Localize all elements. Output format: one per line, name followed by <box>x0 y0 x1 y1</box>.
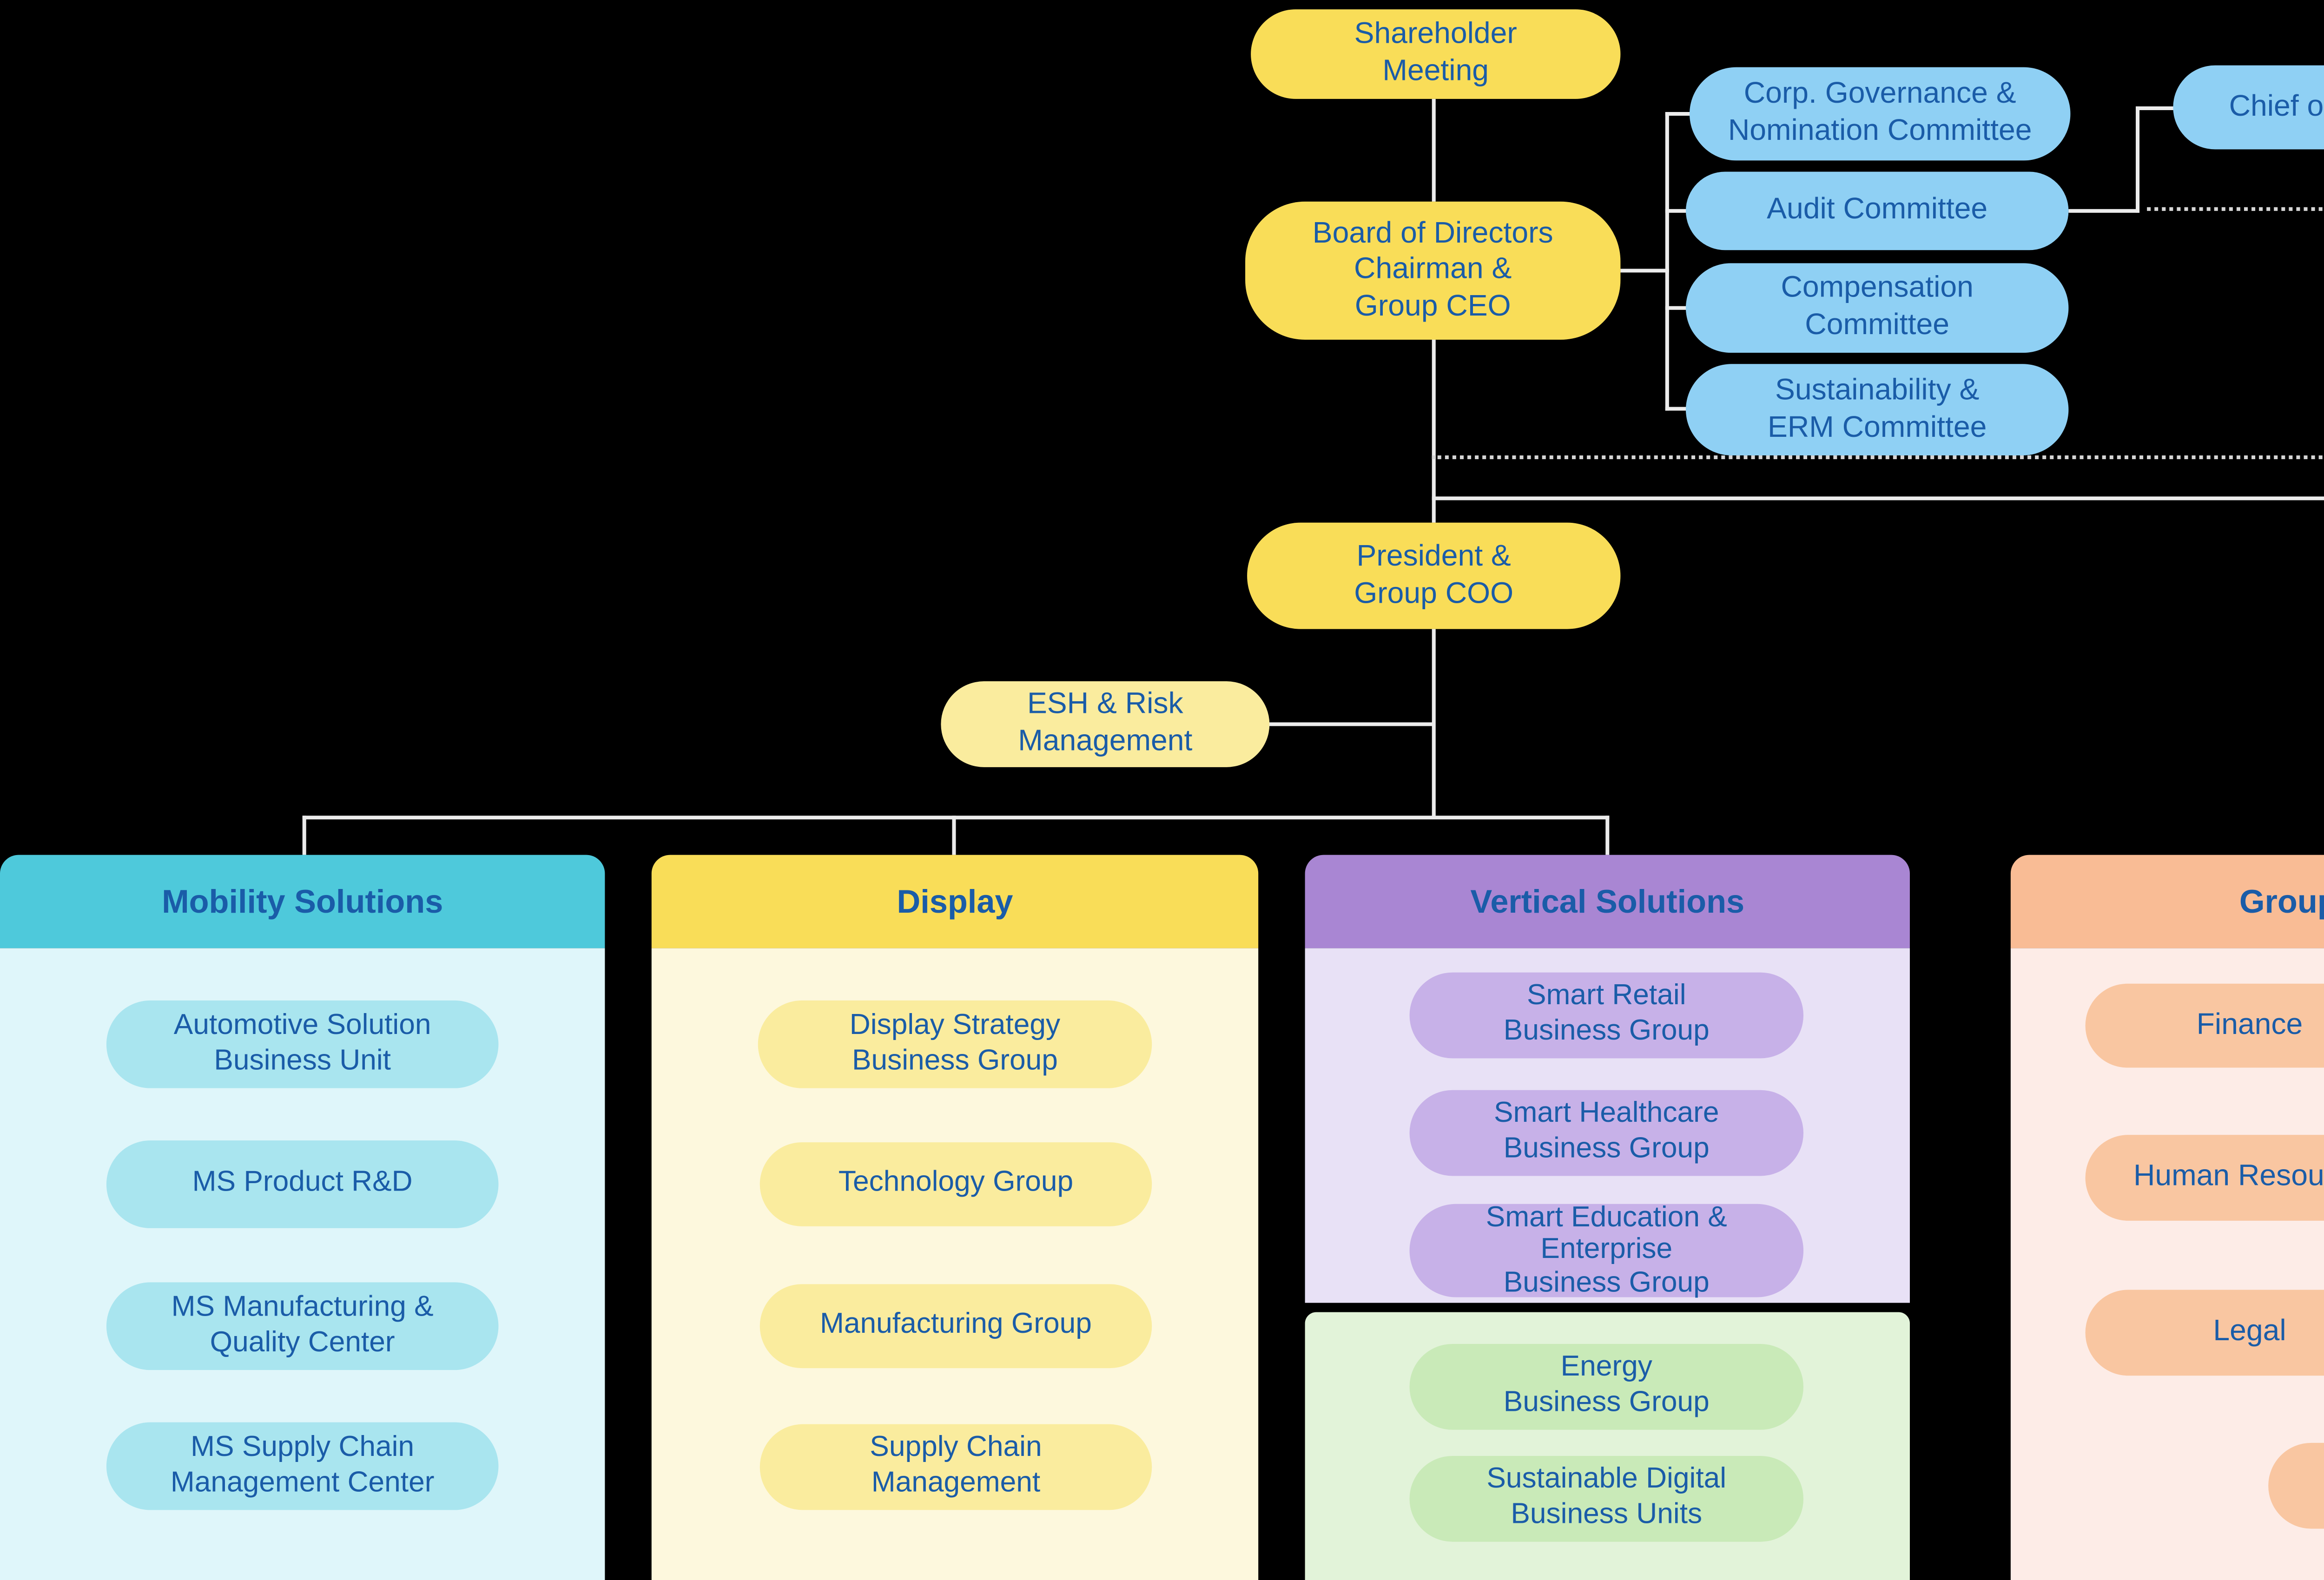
committee-sustainability-erm: Sustainability & ERM Committee <box>1685 364 2069 456</box>
pill-label: Display Strategy Business Group <box>849 1009 1061 1076</box>
pill-ms-supply-chain-management-center: MS Supply Chain Management Center <box>106 1422 499 1510</box>
node-label: Audit Committee <box>1767 194 1988 226</box>
connector-line <box>2135 106 2140 213</box>
node-label: Sustainability & ERM Committee <box>1767 375 1987 443</box>
committee-audit: Audit Committee <box>1685 171 2069 250</box>
pill-manufacturing-group: Manufacturing Group <box>759 1284 1152 1369</box>
pill-label: Legal <box>2213 1316 2286 1348</box>
pill-ms-product-rd: MS Product R&D <box>106 1140 499 1228</box>
connector-line <box>1620 269 1669 273</box>
node-president-coo: President & Group COO <box>1247 522 1621 629</box>
division-display: Display Display Strategy Business Group … <box>651 855 1259 1580</box>
node-chief-of-compliance: Chief of Compliance <box>2173 65 2324 150</box>
connector-line <box>1665 306 1690 310</box>
division-header-display: Display <box>651 855 1259 948</box>
pill-label: Human Resource <box>2133 1161 2324 1193</box>
division-header-vertical-solutions: Vertical Solutions <box>1305 855 1910 948</box>
connector-line <box>1432 340 1436 523</box>
division-header-mobility: Mobility Solutions <box>0 855 605 948</box>
connector-line <box>1432 496 2324 500</box>
node-shareholder-meeting: Shareholder Meeting <box>1251 9 1621 99</box>
pill-legal: Legal <box>2085 1290 2324 1376</box>
pill-label: Smart Healthcare Business Group <box>1494 1098 1719 1165</box>
pill-smart-retail-business-group: Smart Retail Business Group <box>1409 972 1804 1059</box>
pill-label: Manufacturing Group <box>820 1308 1092 1341</box>
node-esh-risk-management: ESH & Risk Management <box>941 681 1270 767</box>
division-group-infrastructure-unit: Group Infrastructure Unit Finance Digita… <box>2010 855 2324 1580</box>
division-vertical-solutions: Vertical Solutions Smart Retail Business… <box>1305 855 1910 1303</box>
pill-ms-manufacturing-quality-center: MS Manufacturing & Quality Center <box>106 1282 499 1370</box>
connector-line <box>952 816 956 855</box>
node-label: Chief of Compliance <box>2229 91 2324 123</box>
dotted-connector-line <box>2147 207 2324 211</box>
pill-label: Automotive Solution Business Unit <box>173 1009 431 1076</box>
connector-line <box>1665 112 1669 411</box>
division-header-group-infrastructure: Group Infrastructure Unit <box>2010 855 2324 948</box>
pill-supply-chain-management: Supply Chain Management <box>759 1424 1152 1510</box>
pill-label: Smart Retail Business Group <box>1503 980 1710 1047</box>
node-label: ESH & Risk Management <box>1018 690 1193 758</box>
connector-line <box>1268 722 1434 726</box>
pill-label: Smart Education & Enterprise Business Gr… <box>1486 1202 1727 1299</box>
pill-label: MS Manufacturing & Quality Center <box>171 1290 434 1358</box>
committee-corp-governance-nomination: Corp. Governance & Nomination Committee <box>1690 67 2071 161</box>
pill-technology-group: Technology Group <box>759 1142 1152 1226</box>
node-label: Board of Directors Chairman & Group CEO <box>1312 217 1553 323</box>
division-title: Display <box>897 882 1013 920</box>
division-title: Vertical Solutions <box>1470 882 1745 920</box>
pill-sustainable-digital-business-units: Sustainable Digital Business Units <box>1409 1455 1804 1542</box>
connector-line <box>1665 112 1694 116</box>
division-mobility-solutions: Mobility Solutions Automotive Solution B… <box>0 855 605 1580</box>
committee-compensation: Compensation Committee <box>1685 263 2069 353</box>
pill-label: Energy Business Group <box>1503 1351 1710 1419</box>
pill-display-strategy-business-group: Display Strategy Business Group <box>758 1000 1152 1088</box>
connector-line <box>1432 99 1436 202</box>
connector-line <box>302 816 306 855</box>
node-board-of-directors: Board of Directors Chairman & Group CEO <box>1245 201 1621 340</box>
section-energy-sustainable: Energy Business Group Sustainable Digita… <box>1305 1312 1910 1580</box>
pill-smart-healthcare-business-group: Smart Healthcare Business Group <box>1409 1090 1804 1176</box>
node-label: Compensation Committee <box>1781 273 1974 342</box>
connector-line <box>302 816 1610 820</box>
division-title: Mobility Solutions <box>162 882 443 920</box>
node-label: President & Group COO <box>1354 541 1514 610</box>
pill-label: Supply Chain Management <box>870 1432 1042 1499</box>
pill-human-resource: Human Resource <box>2085 1135 2324 1221</box>
connector-line <box>2135 106 2177 110</box>
connector-line <box>1665 209 1690 213</box>
connector-line <box>2068 209 2140 213</box>
pill-energy-business-group: Energy Business Group <box>1409 1343 1804 1430</box>
pill-label: MS Product R&D <box>192 1166 413 1198</box>
pill-label: MS Supply Chain Management Center <box>170 1431 435 1498</box>
pill-label: Sustainable Digital Business Units <box>1486 1463 1727 1531</box>
division-title: Group Infrastructure Unit <box>2239 882 2324 920</box>
pill-smart-education-enterprise-business-group: Smart Education & Enterprise Business Gr… <box>1409 1202 1804 1299</box>
connector-line <box>1605 816 1610 855</box>
node-label: Corp. Governance & Nomination Committee <box>1728 79 2032 148</box>
pill-automotive-solution-business-unit: Automotive Solution Business Unit <box>106 1000 499 1088</box>
node-label: Shareholder Meeting <box>1354 20 1517 88</box>
dotted-connector-line <box>1432 455 2324 460</box>
connector-line <box>1665 407 1690 411</box>
pill-label: Technology Group <box>838 1166 1074 1198</box>
pill-finance: Finance <box>2085 983 2324 1068</box>
pill-label: Finance <box>2196 1009 2303 1041</box>
